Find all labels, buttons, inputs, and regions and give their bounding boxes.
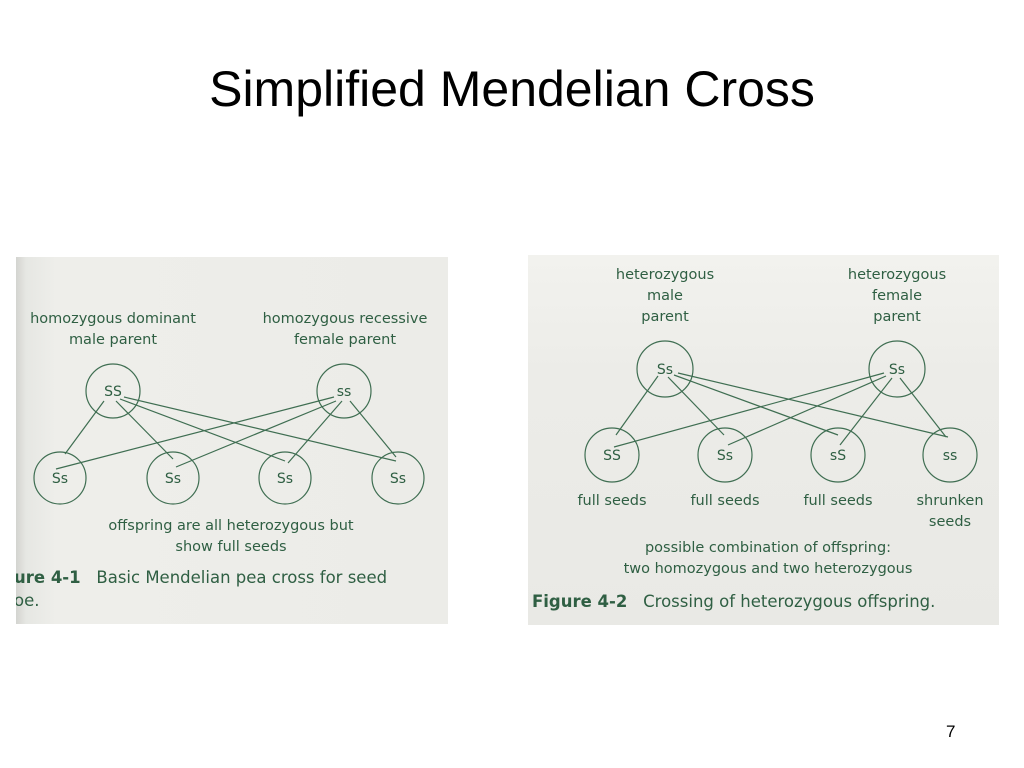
figure-1-caption-cont: oe. (16, 591, 40, 610)
offspring-genotype-1: SS (603, 448, 621, 464)
offspring-circle-4 (371, 451, 425, 505)
phenotype-3: full seeds (803, 493, 873, 509)
page-number: 7 (946, 722, 956, 741)
male-parent-genotype: Ss (656, 362, 674, 378)
female-parent-genotype: ss (336, 384, 352, 400)
figure-2-caption-text: Crossing of heterozygous offspring. (643, 592, 936, 611)
offspring-circle-4 (922, 427, 978, 483)
phenotype-4-text: shrunken seeds (916, 493, 984, 530)
female-parent-genotype: Ss (888, 362, 906, 378)
phenotype-4: shrunken seeds (900, 491, 999, 533)
female-parent-label: homozygous recessive female parent (250, 309, 440, 351)
figure-4-2: heterozygous male parent heterozygous fe… (528, 255, 999, 625)
offspring-circle-2 (697, 427, 753, 483)
figure-1-note-text: offspring are all heterozygous but show … (108, 518, 354, 555)
offspring-genotype-4: ss (942, 448, 958, 464)
offspring-circle-1 (33, 451, 87, 505)
figure-1-note: offspring are all heterozygous but show … (76, 516, 386, 558)
offspring-circle-1 (584, 427, 640, 483)
figure-1-caption-number: ure 4-1 (16, 568, 81, 587)
male-parent-label-text: heterozygous male parent (615, 267, 715, 325)
male-parent-circle (85, 363, 141, 419)
offspring-circle-2 (146, 451, 200, 505)
phenotype-2: full seeds (690, 493, 760, 509)
figure-1-caption-text: Basic Mendelian pea cross for seed (96, 568, 388, 587)
figure-1-cross-diagram (33, 363, 425, 505)
offspring-genotype-2: Ss (164, 471, 182, 487)
figure-2-note: possible combination of offspring: two h… (608, 538, 928, 580)
offspring-circle-3 (810, 427, 866, 483)
female-parent-circle (868, 340, 926, 398)
figure-2-caption: Figure 4-2 Crossing of heterozygous offs… (532, 592, 935, 611)
offspring-genotype-3: sS (829, 448, 847, 464)
figure-2-note-text: possible combination of offspring: two h… (623, 540, 913, 577)
female-parent-label: heterozygous female parent (822, 265, 972, 328)
male-parent-label: heterozygous male parent (590, 265, 740, 328)
offspring-circle-3 (258, 451, 312, 505)
male-parent-label-text: homozygous dominant male parent (30, 311, 196, 348)
figure-2-cross-diagram (584, 340, 978, 483)
slide-title: Simplified Mendelian Cross (209, 61, 815, 117)
female-parent-circle (316, 363, 372, 419)
offspring-genotype-1: Ss (51, 471, 69, 487)
figure-4-1: homozygous dominant male parent homozygo… (16, 257, 448, 624)
figure-1-caption: ure 4-1 Basic Mendelian pea cross for se… (16, 568, 387, 587)
phenotype-1: full seeds (577, 493, 647, 509)
offspring-genotype-2: Ss (716, 448, 734, 464)
female-parent-label-text: homozygous recessive female parent (262, 311, 428, 348)
male-parent-label: homozygous dominant male parent (18, 309, 208, 351)
male-parent-genotype: SS (104, 384, 122, 400)
offspring-genotype-4: Ss (389, 471, 407, 487)
figure-2-caption-number: Figure 4-2 (532, 592, 628, 611)
male-parent-circle (636, 340, 694, 398)
female-parent-label-text: heterozygous female parent (847, 267, 947, 325)
offspring-genotype-3: Ss (276, 471, 294, 487)
